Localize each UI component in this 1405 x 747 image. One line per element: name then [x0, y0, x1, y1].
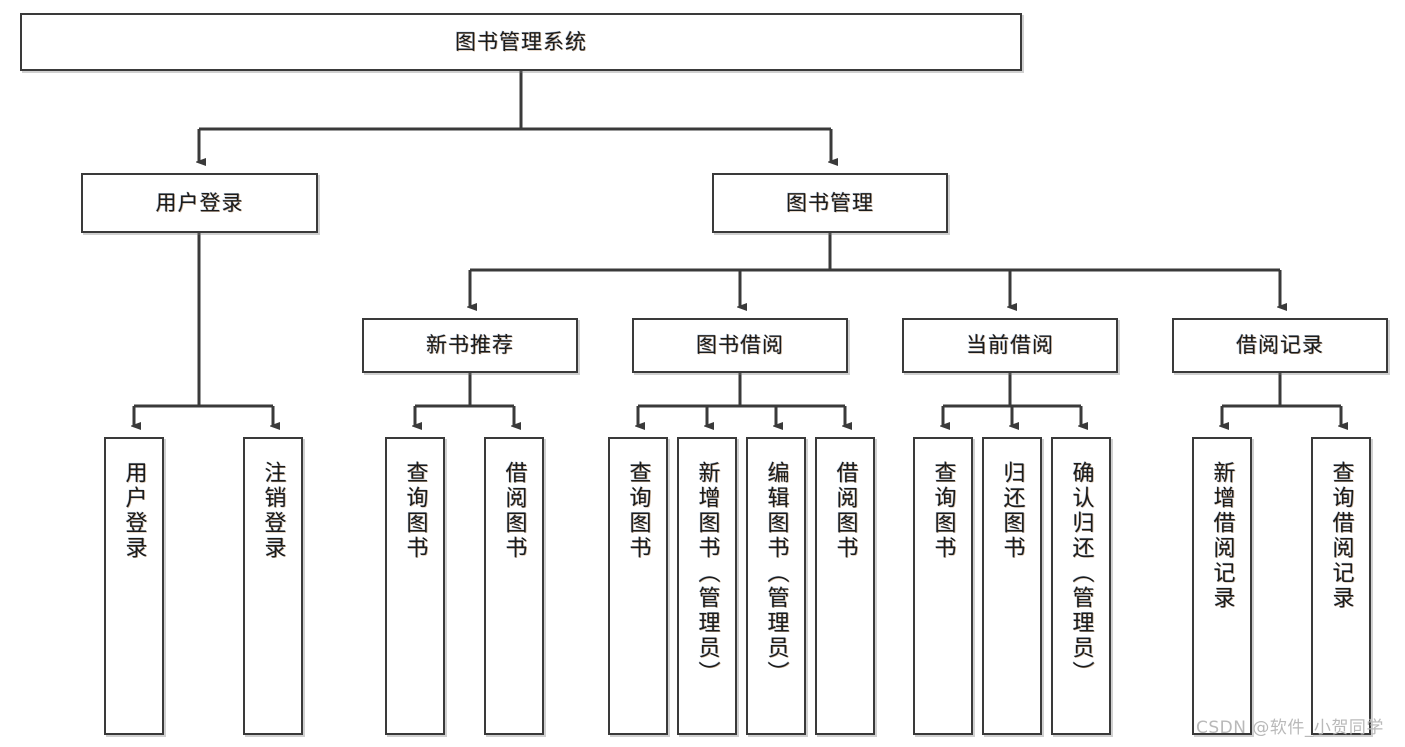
node-label: 用户登录: [121, 461, 147, 561]
node-label: 用户登录: [155, 190, 244, 215]
node-label: 查询借阅记录: [1328, 461, 1354, 611]
node-leaf-borrow-book-rec[interactable]: 借阅图书: [484, 437, 544, 735]
node-leaf-add-record[interactable]: 新增借阅记录: [1192, 437, 1252, 735]
node-label: 图书管理: [786, 190, 874, 215]
node-label: 查询图书: [625, 461, 651, 561]
node-label: 确认归还（管理员）: [1068, 461, 1094, 686]
node-leaf-edit-book[interactable]: 编辑图书（管理员）: [746, 437, 806, 735]
node-leaf-query-book-rec[interactable]: 查询图书: [385, 437, 445, 735]
node-leaf-logout[interactable]: 注销登录: [243, 437, 303, 735]
node-user-login[interactable]: 用户登录: [81, 173, 318, 233]
node-label: 归还图书: [999, 461, 1025, 561]
node-label: 借阅图书: [832, 461, 858, 561]
node-label: 借阅图书: [501, 461, 527, 561]
node-book-admin[interactable]: 图书管理: [712, 173, 948, 233]
node-leaf-add-book[interactable]: 新增图书（管理员）: [677, 437, 737, 735]
node-label: 图书借阅: [696, 333, 784, 358]
node-borrow-record[interactable]: 借阅记录: [1172, 318, 1388, 373]
node-label: 查询图书: [402, 461, 428, 561]
node-label: 当前借阅: [966, 333, 1054, 358]
node-label: 查询图书: [930, 461, 956, 561]
node-label: 新增图书（管理员）: [694, 461, 720, 686]
node-root-system[interactable]: 图书管理系统: [20, 13, 1022, 71]
node-label: 新书推荐: [426, 333, 514, 358]
node-label: 编辑图书（管理员）: [763, 461, 789, 686]
node-leaf-query-book-borrow[interactable]: 查询图书: [608, 437, 668, 735]
node-label: 借阅记录: [1236, 333, 1324, 358]
node-label: 新增借阅记录: [1209, 461, 1235, 611]
node-label: 图书管理系统: [455, 29, 587, 54]
node-leaf-borrow-book[interactable]: 借阅图书: [815, 437, 875, 735]
watermark-text: CSDN @软件_小贺同学: [1196, 718, 1384, 738]
node-leaf-user-login[interactable]: 用户登录: [104, 437, 164, 735]
node-leaf-return-book[interactable]: 归还图书: [982, 437, 1042, 735]
node-leaf-confirm-return[interactable]: 确认归还（管理员）: [1051, 437, 1111, 735]
node-leaf-query-book-cur[interactable]: 查询图书: [913, 437, 973, 735]
node-book-borrow[interactable]: 图书借阅: [632, 318, 848, 373]
node-new-book-rec[interactable]: 新书推荐: [362, 318, 578, 373]
node-label: 注销登录: [260, 461, 286, 561]
node-current-borrow[interactable]: 当前借阅: [902, 318, 1118, 373]
node-leaf-query-record[interactable]: 查询借阅记录: [1311, 437, 1371, 735]
